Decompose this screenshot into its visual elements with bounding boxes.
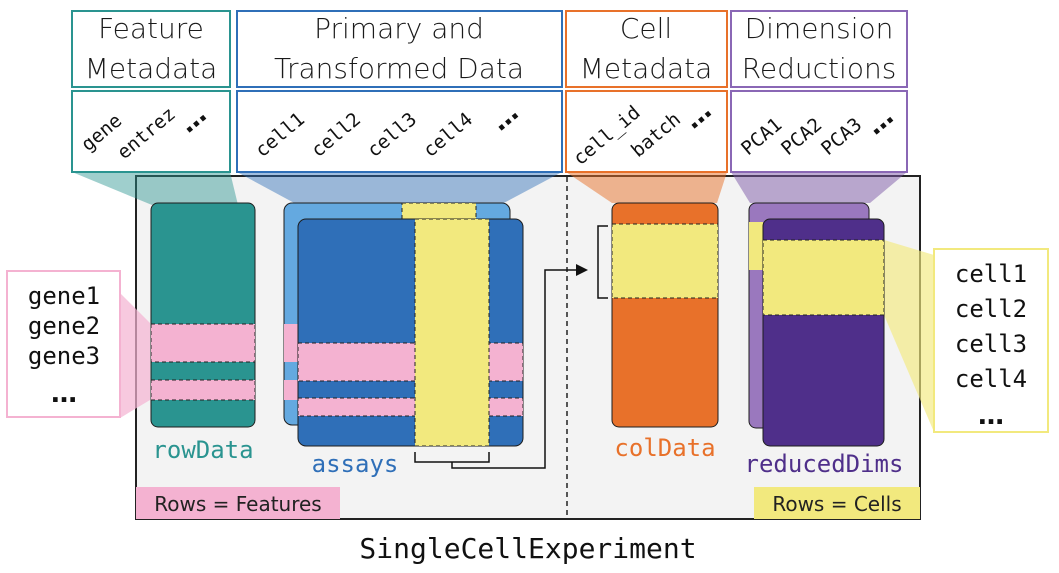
- primary-header-box: [236, 10, 563, 88]
- dim-header-box: [730, 10, 908, 88]
- feature-columns-box: [71, 90, 231, 173]
- reducedDims-back-yellow: [749, 222, 763, 270]
- feature-header-line1: Feature: [98, 12, 204, 45]
- feature-header-box: [71, 10, 231, 88]
- assays-label: assays: [312, 450, 399, 478]
- dim-header-line1: Dimension: [745, 12, 894, 45]
- rows-cells-tag: [754, 487, 920, 519]
- dim-header-line2: Reductions: [742, 52, 897, 85]
- assays-back-yellow: [401, 202, 477, 222]
- cell-columns-box: [565, 90, 728, 173]
- primary-header-line1: Primary and: [314, 12, 484, 45]
- cell-list-box: [933, 248, 1049, 433]
- cell-header-box: [565, 10, 728, 88]
- rowData-label: rowData: [152, 436, 253, 464]
- reducedDims-label: reducedDims: [745, 450, 904, 478]
- primary-columns-box: [236, 90, 563, 173]
- gene-list-item: gene3: [28, 342, 100, 370]
- cell-list-item: cell4: [955, 365, 1027, 393]
- gene-list-item: …: [51, 379, 77, 409]
- feature-header-line2: Metadata: [85, 52, 218, 85]
- dim-funnel: [731, 172, 907, 203]
- cell-funnel-right: [884, 240, 934, 432]
- primary-funnel: [237, 172, 562, 205]
- cell-funnel: [566, 172, 727, 203]
- gene-list-box: [6, 270, 121, 418]
- cell-header-line2: Metadata: [580, 52, 713, 85]
- cell-header-line1: Cell: [620, 12, 672, 45]
- diagram-title: SingleCellExperiment: [359, 532, 696, 565]
- rows-features-tag: [136, 487, 340, 519]
- cell-list-item: cell1: [955, 260, 1027, 288]
- colData-highlight: [611, 223, 719, 299]
- dim-columns-box: [730, 90, 908, 173]
- cell-list-item: cell3: [955, 330, 1027, 358]
- rows-cells-label: Rows = Cells: [772, 492, 901, 516]
- assays-to-coldata-arrow: [451, 269, 578, 469]
- assays-back-pink-1: [284, 324, 298, 362]
- primary-header-line2: Transformed Data: [274, 52, 524, 85]
- gene-list-item: gene2: [28, 312, 100, 340]
- feature-funnel: [72, 172, 238, 205]
- gene-list-item: gene1: [28, 282, 100, 310]
- assays-back-pink-2: [284, 380, 298, 400]
- rowData-highlight-1: [150, 323, 256, 363]
- reducedDims-highlight: [762, 239, 885, 316]
- gene-funnel: [120, 293, 150, 418]
- rows-features-label: Rows = Features: [154, 492, 321, 516]
- cell-list-item: cell2: [955, 295, 1027, 323]
- rowData-highlight-2: [150, 379, 256, 401]
- cell-list-item: …: [978, 401, 1004, 431]
- coldata-bracket: [597, 225, 608, 299]
- colData-label: colData: [614, 434, 715, 462]
- arrow-head: [576, 264, 588, 276]
- rowData-block: [150, 202, 256, 428]
- assays-yellow-column: [414, 218, 490, 447]
